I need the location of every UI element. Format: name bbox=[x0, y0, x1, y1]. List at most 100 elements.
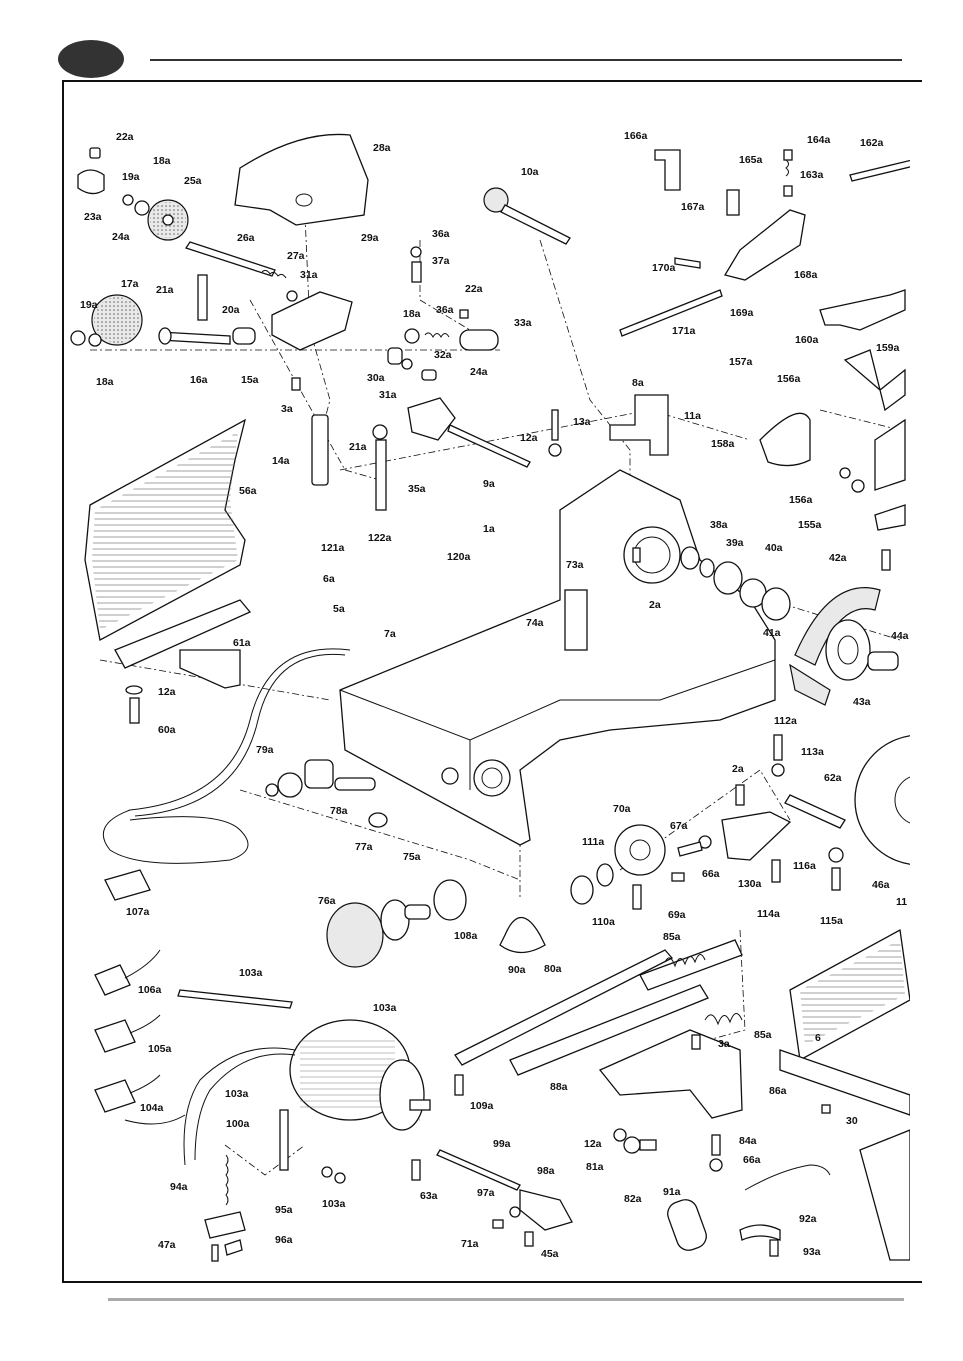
label-103a_2: 103a bbox=[373, 1002, 397, 1014]
knob-33a bbox=[459, 329, 499, 351]
label-112a: 112a bbox=[774, 715, 797, 727]
label-130a: 130a bbox=[738, 878, 762, 890]
part-167a bbox=[726, 189, 740, 216]
label-21a_2: 21a bbox=[349, 441, 367, 453]
label-114a: 114a bbox=[757, 908, 780, 920]
rod-162a bbox=[849, 159, 910, 182]
label-81a: 81a bbox=[586, 1161, 604, 1173]
label-100a: 100a bbox=[226, 1118, 250, 1130]
label-44a: 44a bbox=[891, 630, 909, 642]
bearing-39a bbox=[713, 561, 743, 595]
star-knob-9a bbox=[407, 397, 456, 441]
label-169a: 169a bbox=[730, 307, 754, 319]
label-7a: 7a bbox=[384, 628, 396, 640]
hood-cover-28a bbox=[234, 133, 369, 226]
label-30: 30 bbox=[846, 1115, 858, 1127]
bracket-11a bbox=[609, 394, 669, 456]
label-116a: 116a bbox=[793, 860, 816, 872]
label-66a_2: 66a bbox=[743, 1154, 761, 1166]
label-18a_3: 18a bbox=[96, 376, 114, 388]
label-26a: 26a bbox=[237, 232, 255, 244]
label-3a_1: 3a bbox=[281, 403, 293, 415]
label-27a: 27a bbox=[287, 250, 305, 262]
bracket-98a bbox=[519, 1189, 573, 1231]
shaft-26a bbox=[184, 241, 276, 277]
plug-106a bbox=[94, 964, 131, 996]
bushing-15a bbox=[232, 327, 256, 345]
bolt-100a bbox=[279, 1109, 289, 1171]
label-8a: 8a bbox=[632, 377, 644, 389]
parts-drawing bbox=[70, 133, 910, 1262]
label-69a: 69a bbox=[668, 909, 686, 921]
label-103a_3: 103a bbox=[225, 1088, 249, 1100]
label-12a_1: 12a bbox=[520, 432, 538, 444]
screw-37a bbox=[411, 261, 422, 283]
label-67a: 67a bbox=[670, 820, 688, 832]
label-98a: 98a bbox=[537, 1165, 555, 1177]
label-36a_1: 36a bbox=[432, 228, 450, 240]
plate-61a bbox=[114, 599, 252, 669]
label-106a: 106a bbox=[138, 984, 162, 996]
label-75a: 75a bbox=[403, 851, 421, 863]
label-12a_2: 12a bbox=[158, 686, 176, 698]
clamp-92a bbox=[739, 1224, 781, 1241]
label-156a_2: 156a bbox=[789, 494, 813, 506]
label-70a: 70a bbox=[613, 803, 631, 815]
plate-95a bbox=[204, 1211, 246, 1239]
label-18a_2: 18a bbox=[403, 308, 421, 320]
label-30a: 30a bbox=[367, 372, 385, 384]
label-77a: 77a bbox=[355, 841, 373, 853]
rod-99a bbox=[436, 1149, 521, 1191]
label-29a: 29a bbox=[361, 232, 379, 244]
plug-104a bbox=[94, 1079, 136, 1113]
label-19a_2: 19a bbox=[80, 299, 98, 311]
sharpener-body-29a bbox=[271, 291, 353, 351]
label-13a: 13a bbox=[573, 416, 591, 428]
label-103a_4: 103a bbox=[322, 1198, 346, 1210]
screw-77a bbox=[368, 812, 388, 828]
label-105a: 105a bbox=[148, 1043, 172, 1055]
label-11_partial: 11 bbox=[896, 896, 907, 908]
shaft-85a bbox=[639, 939, 743, 991]
label-79a: 79a bbox=[256, 744, 274, 756]
label-24a_1: 24a bbox=[112, 231, 130, 243]
label-165a: 165a bbox=[739, 154, 763, 166]
tube-88a bbox=[509, 984, 709, 1076]
label-94a: 94a bbox=[170, 1181, 188, 1193]
label-47a: 47a bbox=[158, 1239, 176, 1251]
label-82a: 82a bbox=[624, 1193, 642, 1205]
label-10a: 10a bbox=[521, 166, 539, 178]
label-170a: 170a bbox=[652, 262, 676, 274]
screw-78a bbox=[334, 777, 376, 791]
label-85a_1: 85a bbox=[663, 931, 681, 943]
label-6: 6 bbox=[815, 1032, 821, 1044]
label-158a: 158a bbox=[711, 438, 735, 450]
label-17a: 17a bbox=[121, 278, 139, 290]
bushing-30a bbox=[387, 347, 403, 365]
label-120a: 120a bbox=[447, 551, 471, 563]
bolt-20a bbox=[197, 274, 208, 321]
label-24a_2: 24a bbox=[470, 366, 488, 378]
switch-79a bbox=[304, 759, 334, 789]
foot-90a bbox=[499, 916, 546, 954]
label-164a: 164a bbox=[807, 134, 831, 146]
diagram-frame bbox=[62, 80, 922, 1283]
label-20a: 20a bbox=[222, 304, 240, 316]
label-121a: 121a bbox=[321, 542, 345, 554]
gasket-108a bbox=[433, 879, 467, 921]
label-110a: 110a bbox=[592, 916, 615, 928]
label-60a: 60a bbox=[158, 724, 176, 736]
label-18a_1: 18a bbox=[153, 155, 171, 167]
power-cable-107a bbox=[102, 648, 351, 864]
label-90a: 90a bbox=[508, 964, 526, 976]
arm-168a bbox=[723, 209, 806, 281]
label-33a: 33a bbox=[514, 317, 532, 329]
label-107a: 107a bbox=[126, 906, 150, 918]
label-157a: 157a bbox=[729, 356, 753, 368]
label-76a: 76a bbox=[318, 895, 336, 907]
label-5a: 5a bbox=[333, 603, 345, 615]
clip-166a bbox=[654, 149, 681, 191]
label-36a_2: 36a bbox=[436, 304, 454, 316]
